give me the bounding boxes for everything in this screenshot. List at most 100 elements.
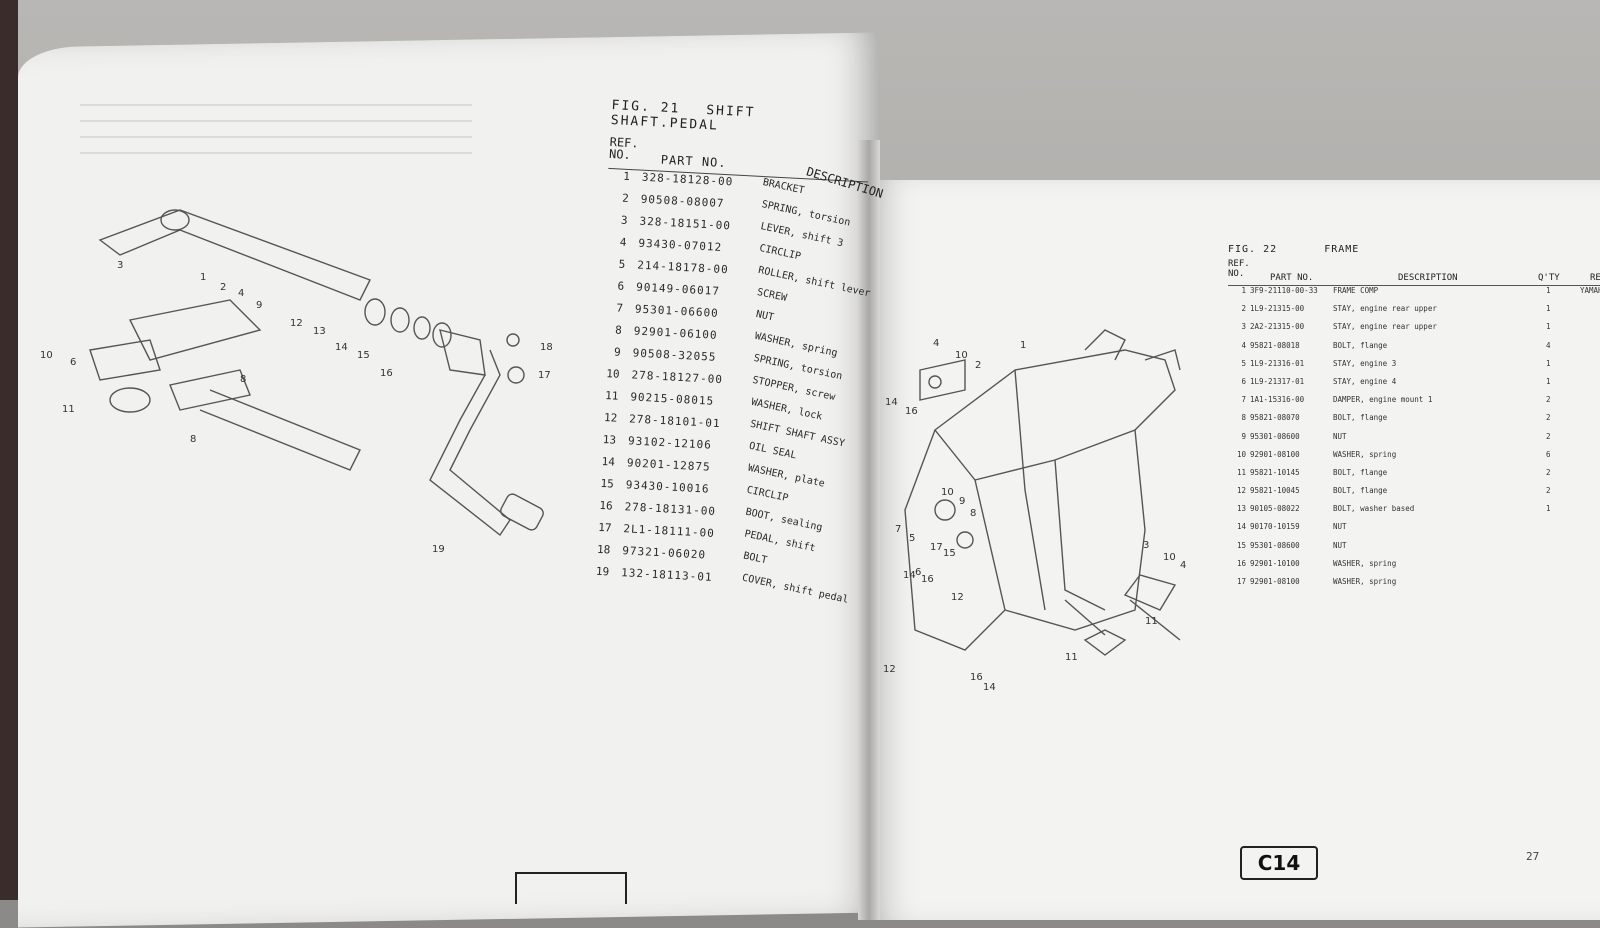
part-no-cell: 1L9-21315-00	[1250, 304, 1305, 314]
svg-text:3: 3	[1143, 540, 1149, 551]
part-no-cell: 1L9-21316-01	[1250, 358, 1305, 368]
fig-22-header: REF. NO. PART NO. DESCRIPTION Q'TY RE	[1228, 259, 1600, 286]
description-cell: STAY, engine rear upper	[1333, 322, 1437, 332]
ref-no-cell: 2	[1241, 304, 1246, 314]
description-cell: SCREW	[756, 286, 788, 304]
bottom-tab-box	[515, 872, 627, 904]
page-code-badge: C14	[1240, 846, 1318, 880]
svg-text:14: 14	[885, 397, 898, 408]
svg-text:11: 11	[1145, 616, 1158, 627]
svg-text:12: 12	[951, 592, 964, 603]
fig-22-subtitle: FRAME	[1324, 244, 1360, 255]
svg-text:13: 13	[313, 326, 326, 337]
svg-text:8: 8	[190, 434, 196, 445]
description-cell: CIRCLIP	[745, 484, 790, 505]
ref-no-cell: 12	[603, 411, 618, 425]
part-no-cell: 95821-10145	[1250, 467, 1300, 477]
svg-text:10: 10	[941, 487, 954, 498]
part-no-cell: 1A1-15316-00	[1250, 395, 1305, 405]
ref-no-cell: 18	[596, 542, 611, 557]
svg-text:1: 1	[1020, 340, 1026, 351]
description-cell: BOLT, flange	[1333, 486, 1388, 496]
svg-text:14: 14	[335, 342, 348, 353]
qty-cell: 1	[1546, 376, 1551, 386]
ref-no-cell: 8	[614, 323, 623, 337]
description-cell: NUT	[1333, 522, 1347, 532]
qty-cell: 1	[1546, 358, 1551, 368]
description-cell: NUT	[1333, 431, 1347, 441]
description-cell: STAY, engine rear upper	[1333, 304, 1437, 314]
description-cell: FRAME COMP	[1333, 286, 1379, 295]
ref-no-cell: 10	[1236, 449, 1246, 459]
svg-text:9: 9	[256, 300, 262, 311]
ref-no-cell: 1	[1241, 286, 1246, 295]
qty-cell: 1	[1546, 286, 1551, 295]
part-no-cell: 92901-08100	[1250, 449, 1300, 459]
ref-no-cell: 3	[1241, 322, 1246, 332]
svg-text:6: 6	[915, 567, 921, 578]
ref-no-cell: 15	[1236, 540, 1246, 550]
svg-text:15: 15	[357, 350, 370, 361]
svg-text:10: 10	[40, 350, 53, 361]
ref-no-cell: 3	[620, 213, 628, 227]
ref-no-cell: 8	[1241, 413, 1246, 423]
qty-cell: 2	[1546, 431, 1551, 441]
ref-no-header: REF. NO.	[1228, 259, 1250, 279]
qty-cell: 4	[1546, 340, 1551, 350]
description-cell: BOLT, flange	[1333, 413, 1388, 423]
ref-no-cell: 13	[1236, 504, 1246, 514]
ref-no-cell: 2	[621, 191, 630, 206]
qty-header: Q'TY	[1538, 273, 1560, 283]
ref-no-cell: 6	[617, 279, 625, 293]
description-cell: STAY, engine 3	[1333, 358, 1397, 368]
part-no-cell: 95821-08070	[1250, 413, 1300, 423]
description-cell: STAY, engine 4	[1333, 376, 1397, 386]
svg-text:6: 6	[70, 357, 76, 368]
ref-no-cell: 4	[1241, 340, 1246, 350]
ref-no-cell: 12	[1236, 486, 1246, 496]
ref-no-cell: 16	[1236, 558, 1246, 568]
svg-text:9: 9	[959, 496, 965, 507]
part-no-cell: 95821-08018	[1250, 340, 1300, 350]
part-no-header: PART NO.	[1270, 273, 1314, 283]
dark-edge	[0, 0, 18, 900]
part-no-cell: 90105-08022	[1250, 504, 1300, 514]
svg-text:14: 14	[903, 570, 916, 581]
ref-no-cell: 17	[1236, 577, 1246, 586]
part-no-header: PART NO.	[660, 152, 727, 171]
table-row: 2 1L9-21315-00 STAY, engine rear upper 1	[1228, 304, 1600, 322]
ref-no-cell: 14	[601, 454, 616, 469]
part-no-cell: 95301-08600	[1250, 431, 1300, 441]
table-row: 5 1L9-21316-01 STAY, engine 3 1	[1228, 359, 1600, 377]
part-no-cell: 2A2-21315-00	[1250, 322, 1305, 332]
ref-no-cell: 11	[1236, 467, 1246, 477]
svg-text:8: 8	[970, 508, 976, 519]
qty-cell: 2	[1546, 395, 1551, 405]
description-cell: BRACKET	[761, 177, 806, 197]
remarks-header: RE	[1590, 273, 1600, 283]
description-cell: OIL SEAL	[747, 440, 798, 462]
ref-no-cell: 5	[1241, 358, 1246, 368]
part-no-cell: 90170-10159	[1250, 522, 1300, 532]
book-gutter	[858, 140, 880, 920]
ref-no-cell: 4	[619, 235, 627, 249]
qty-cell: 2	[1546, 467, 1551, 477]
svg-text:11: 11	[62, 404, 75, 415]
bleed-through-text	[80, 90, 640, 240]
description-cell: NUT	[1333, 540, 1347, 550]
description-cell: WASHER, spring	[1333, 449, 1397, 459]
qty-cell: 1	[1546, 304, 1551, 314]
svg-text:4: 4	[933, 338, 939, 349]
svg-text:3: 3	[117, 260, 123, 271]
description-cell: BOLT, washer based	[1333, 504, 1415, 514]
svg-text:14: 14	[983, 682, 996, 693]
description-cell: DAMPER, engine mount 1	[1333, 395, 1433, 405]
